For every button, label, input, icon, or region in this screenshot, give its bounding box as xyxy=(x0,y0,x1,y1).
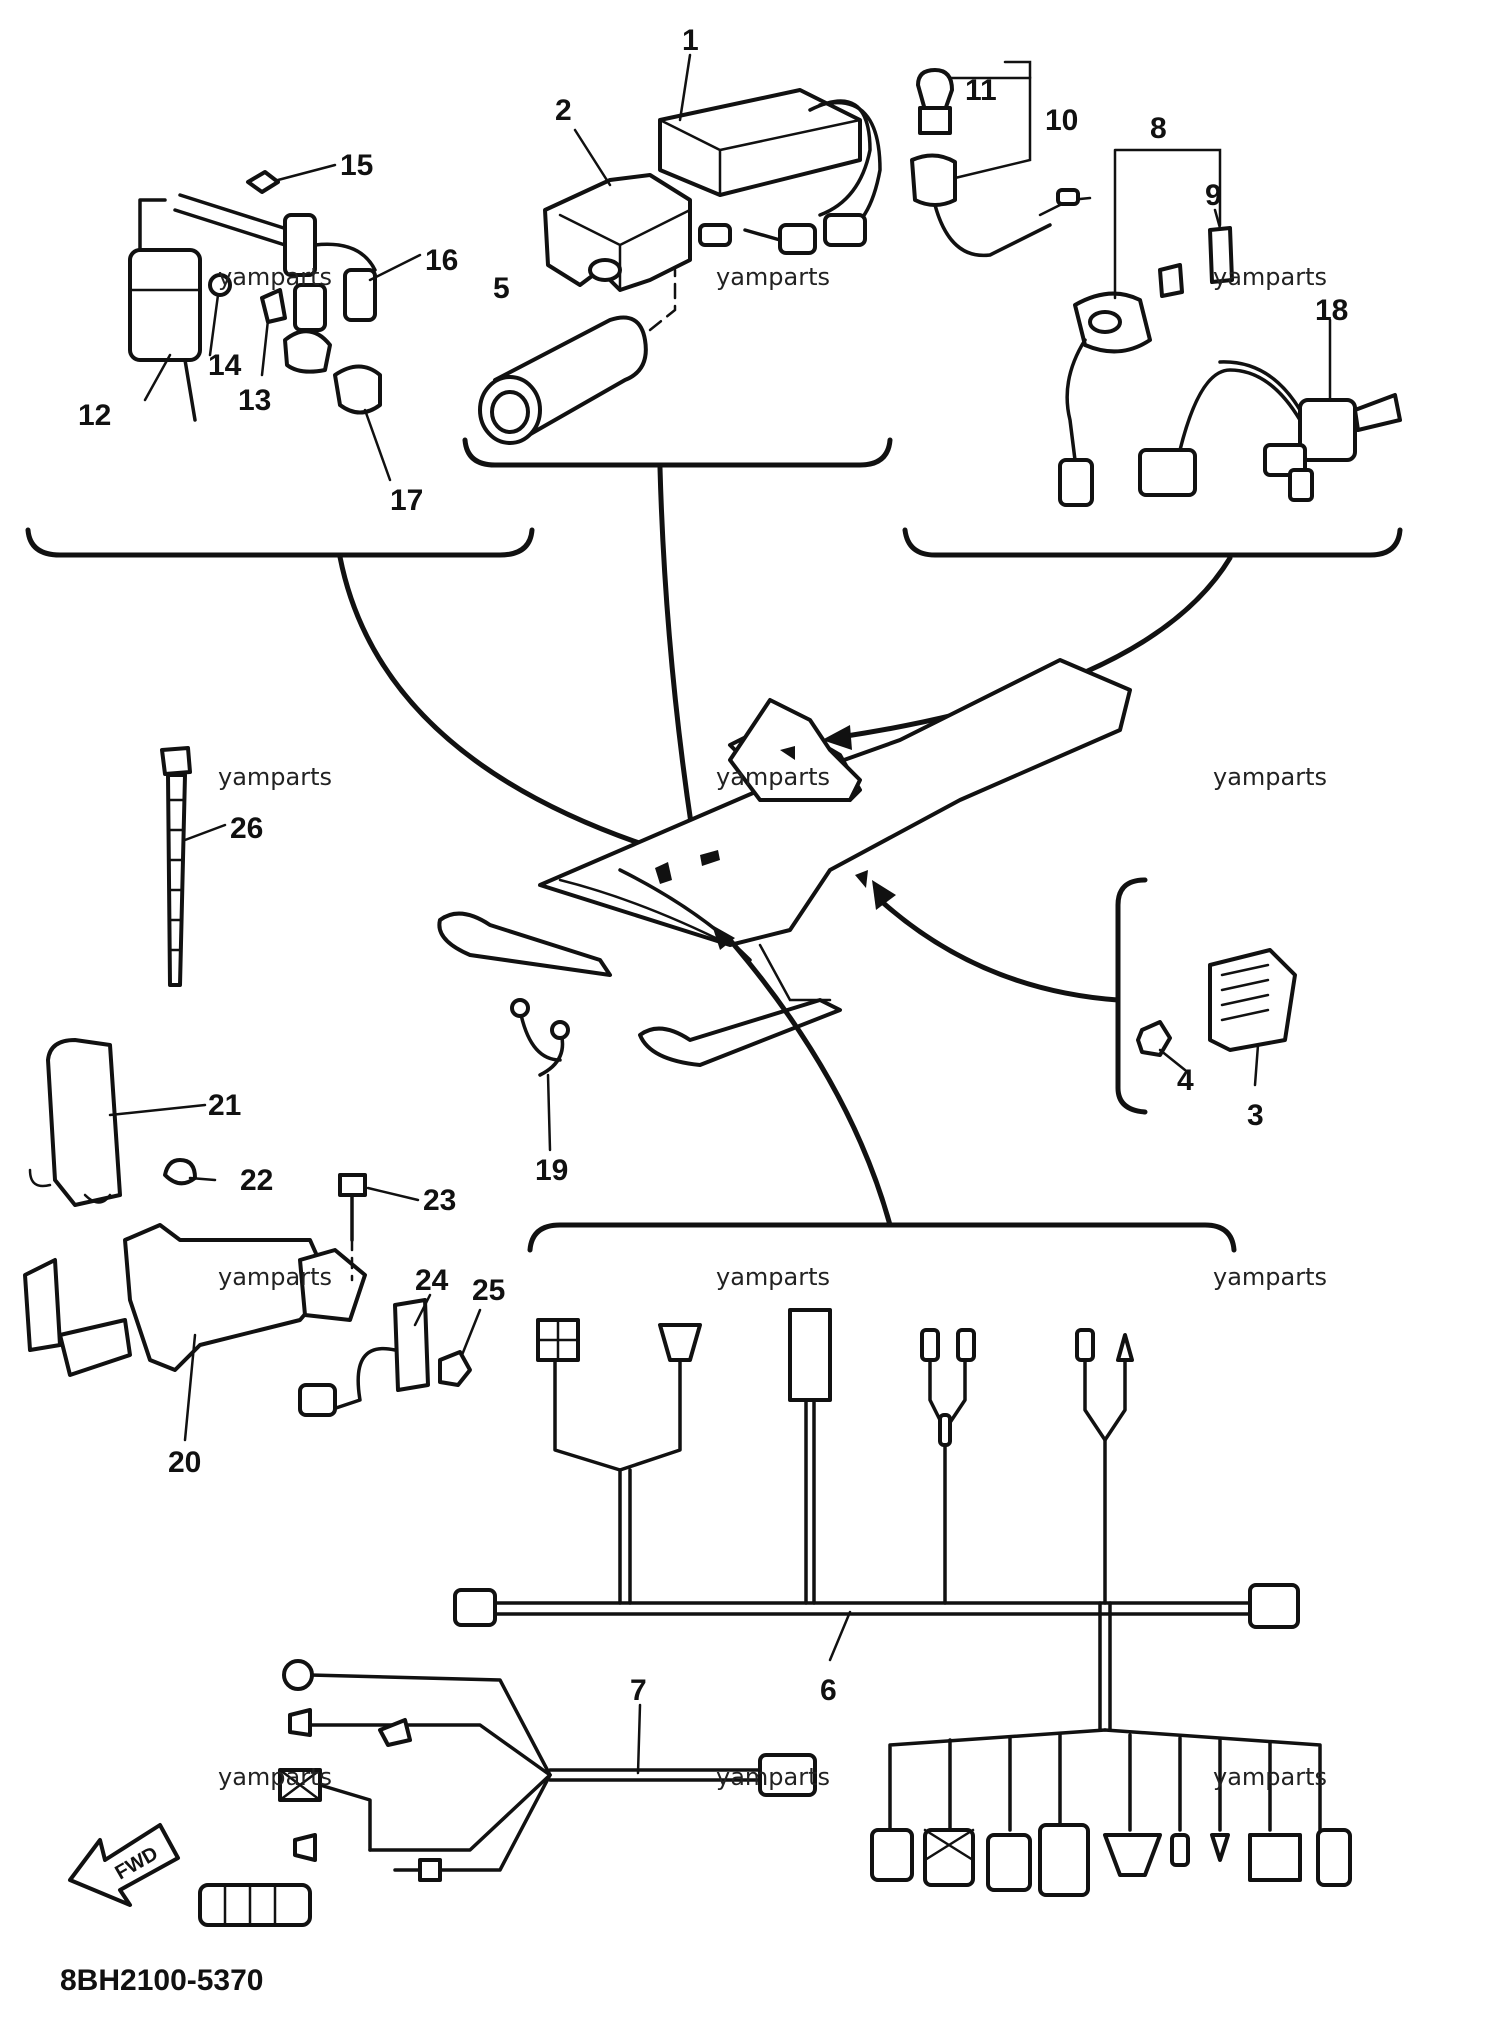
part-lead-wire xyxy=(510,998,570,1077)
callout-2: 2 xyxy=(555,94,572,127)
watermark: yamparts xyxy=(716,763,830,791)
callout-7: 7 xyxy=(630,1674,647,1707)
part-bracket-cluster xyxy=(23,1038,472,1417)
watermark: yamparts xyxy=(1213,1263,1327,1291)
part-coil-cluster xyxy=(128,170,382,422)
group-bracket-left xyxy=(25,527,680,860)
callout-11: 11 xyxy=(965,74,997,107)
callout-15: 15 xyxy=(340,149,373,182)
snowmobile-body xyxy=(437,658,1132,1067)
watermark: yamparts xyxy=(716,1763,830,1791)
callout-25: 25 xyxy=(472,1274,505,1307)
callout-5: 5 xyxy=(493,272,510,305)
watermark: yamparts xyxy=(1213,263,1327,291)
callout-19: 19 xyxy=(535,1154,568,1187)
watermarks: yamparts yamparts yamparts yamparts yamp… xyxy=(218,263,1327,1791)
part-cable-tie xyxy=(160,746,192,987)
watermark: yamparts xyxy=(218,1763,332,1791)
callout-17: 17 xyxy=(390,484,423,517)
callout-4: 4 xyxy=(1177,1064,1194,1097)
watermark: yamparts xyxy=(716,263,830,291)
callout-leaders xyxy=(108,53,1332,1775)
callout-21: 21 xyxy=(208,1089,241,1122)
part-cdi-unit xyxy=(658,88,882,255)
callout-1: 1 xyxy=(682,24,699,57)
callout-6: 6 xyxy=(820,1674,837,1707)
callout-9: 9 xyxy=(1205,179,1222,212)
callout-10: 10 xyxy=(1045,104,1078,137)
callout-12: 12 xyxy=(78,399,111,432)
callout-3: 3 xyxy=(1247,1099,1264,1132)
part-cylinder-5 xyxy=(478,268,677,445)
callout-22: 22 xyxy=(240,1164,273,1197)
watermark: yamparts xyxy=(218,263,332,291)
watermark: yamparts xyxy=(1213,763,1327,791)
watermark: yamparts xyxy=(218,1263,332,1291)
watermark: yamparts xyxy=(1213,1763,1327,1791)
callout-13: 13 xyxy=(238,384,271,417)
part-regulator xyxy=(872,877,1297,1115)
watermark: yamparts xyxy=(716,1263,830,1291)
part-kill-switch xyxy=(1138,360,1402,502)
callout-20: 20 xyxy=(168,1446,201,1479)
callout-24: 24 xyxy=(415,1264,449,1297)
group-bracket-right xyxy=(822,527,1403,750)
callout-numbers: 1 2 3 4 5 6 7 8 9 10 11 12 13 14 15 16 1… xyxy=(78,24,1348,1707)
part-indicator-bulb xyxy=(910,68,1092,258)
part-ignition-coil xyxy=(543,173,692,292)
callout-18: 18 xyxy=(1315,294,1348,327)
callout-14: 14 xyxy=(208,349,242,382)
callout-23: 23 xyxy=(423,1184,456,1217)
callout-16: 16 xyxy=(425,244,458,277)
callout-8: 8 xyxy=(1150,112,1167,145)
fwd-arrow: FWD xyxy=(68,1823,180,1907)
diagram-code: 8BH2100-5370 xyxy=(60,1964,263,1997)
part-main-harness xyxy=(453,925,1352,1897)
part-sub-harness xyxy=(198,1659,817,1927)
callout-26: 26 xyxy=(230,812,263,845)
part-main-switch xyxy=(1058,226,1234,507)
watermark: yamparts xyxy=(218,763,332,791)
